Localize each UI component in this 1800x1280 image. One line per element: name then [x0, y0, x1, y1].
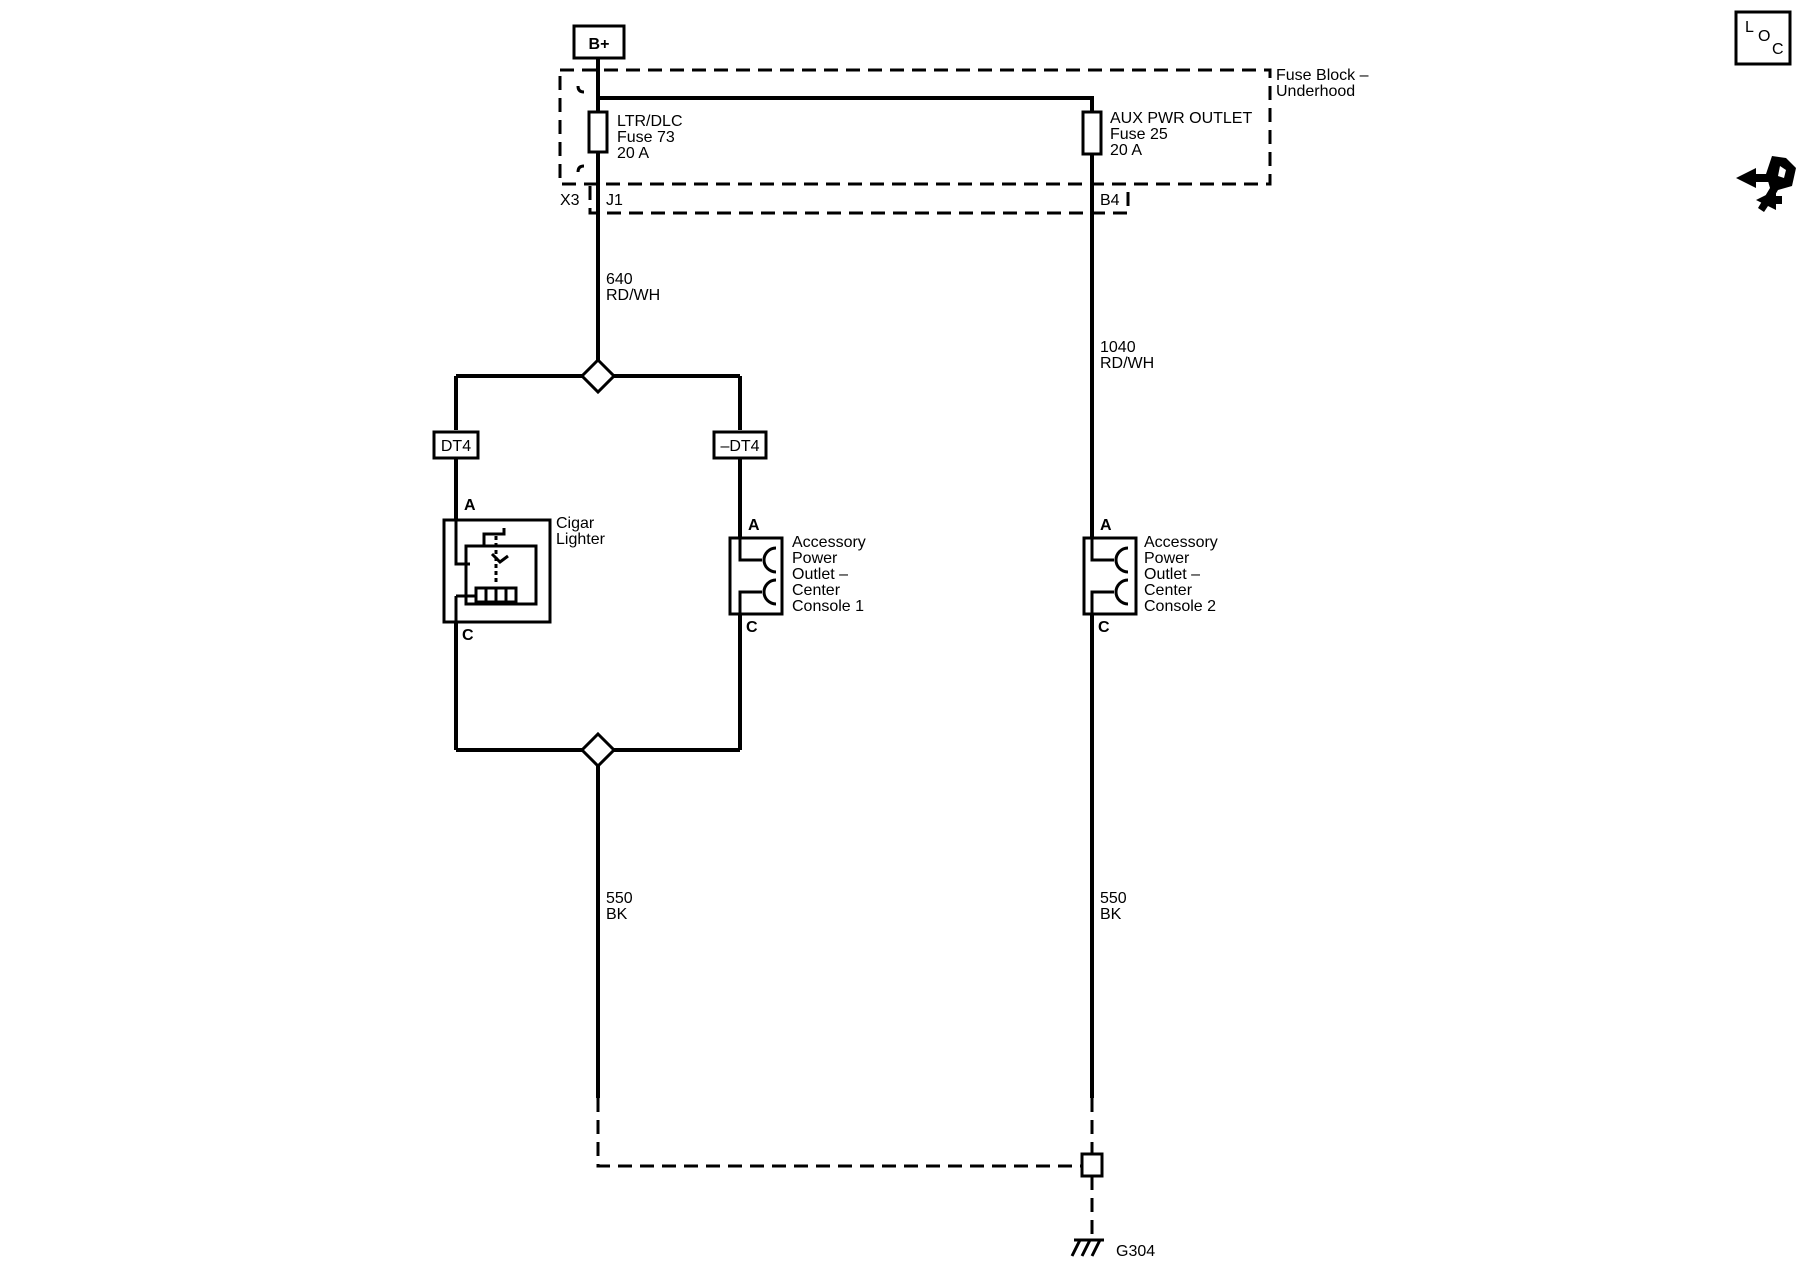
fuse-left-rating: 20 A	[617, 145, 649, 162]
svg-text:L: L	[1745, 19, 1754, 36]
connector-b4: B4	[1100, 192, 1120, 209]
fuse-block-name-1: Fuse Block –	[1276, 67, 1369, 84]
fuse-clip-marks	[576, 85, 585, 173]
fuse-left-number: Fuse 73	[617, 129, 675, 146]
outlet-2-pin-a: A	[1100, 517, 1112, 534]
connector-j1: J1	[606, 192, 623, 209]
svg-text:Power: Power	[1144, 550, 1190, 567]
b-plus-source: B+	[572, 24, 626, 60]
ground-splice	[1080, 1152, 1104, 1178]
cigar-pin-a: A	[464, 497, 476, 514]
svg-text:Console 1: Console 1	[792, 598, 864, 615]
fuse-block-name-2: Underhood	[1276, 83, 1355, 100]
wire-640-circuit: 640	[606, 271, 633, 288]
fuse-25	[1081, 110, 1103, 156]
fuse-block-outline	[558, 68, 1272, 186]
ground-link-dashed	[596, 1098, 1082, 1168]
svg-text:Center: Center	[792, 582, 841, 599]
wire-1040-color: RD/WH	[1100, 355, 1154, 372]
outlet-2-pin-c: C	[1098, 619, 1110, 636]
accessory-power-outlet-2: A C Accessory Power Outlet – Center Cons…	[1082, 517, 1218, 636]
cigar-lighter: A C Cigar Lighter	[442, 497, 606, 644]
fuse-right-rating: 20 A	[1110, 142, 1142, 159]
fuse-right-number: Fuse 25	[1110, 126, 1168, 143]
wire-1040-circuit: 1040	[1100, 339, 1136, 356]
option-not-dt4	[712, 430, 768, 460]
wire-550-left-color: BK	[606, 906, 628, 923]
fuse-right-name: AUX PWR OUTLET	[1110, 110, 1252, 127]
cigar-label-1: Cigar	[556, 515, 595, 532]
fuse-block-connector-outline	[588, 186, 1130, 215]
svg-text:Outlet –: Outlet –	[792, 566, 848, 583]
wire-550-right-color: BK	[1100, 906, 1122, 923]
wire-550-left-circuit: 550	[606, 890, 633, 907]
accessory-power-outlet-1: A C Accessory Power Outlet – Center Cons…	[728, 517, 866, 636]
outlet-1-pin-c: C	[746, 619, 758, 636]
svg-text:O: O	[1758, 28, 1770, 45]
cigar-pin-c: C	[462, 627, 474, 644]
fuse-block: Fuse Block – Underhood LTR/DLC Fuse 73 2…	[558, 58, 1369, 215]
wrench-arrows-icon[interactable]	[1736, 156, 1796, 212]
svg-text:C: C	[1772, 41, 1784, 58]
wire-550-right-circuit: 550	[1100, 890, 1127, 907]
b-plus-label: B+	[589, 36, 610, 53]
ground-label: G304	[1116, 1243, 1155, 1260]
svg-text:Accessory: Accessory	[1144, 534, 1218, 551]
location-icon[interactable]: L O C	[1734, 10, 1792, 66]
svg-text:Accessory: Accessory	[792, 534, 866, 551]
connector-x3: X3	[560, 192, 580, 209]
outlet-1-pin-a: A	[748, 517, 760, 534]
splice-top	[579, 357, 617, 395]
wire-640-color: RD/WH	[606, 287, 660, 304]
cigar-label-2: Lighter	[556, 531, 606, 548]
svg-text:Console 2: Console 2	[1144, 598, 1216, 615]
ground-icon	[1070, 1238, 1104, 1257]
svg-text:DT4: DT4	[441, 438, 471, 455]
switch-contact	[490, 552, 509, 564]
svg-text:Outlet –: Outlet –	[1144, 566, 1200, 583]
fuse-left-name: LTR/DLC	[617, 113, 683, 130]
svg-text:Power: Power	[792, 550, 838, 567]
svg-text:Center: Center	[1144, 582, 1193, 599]
fuse-73	[587, 110, 609, 154]
svg-text:–DT4: –DT4	[720, 438, 759, 455]
splice-bottom	[579, 731, 617, 769]
